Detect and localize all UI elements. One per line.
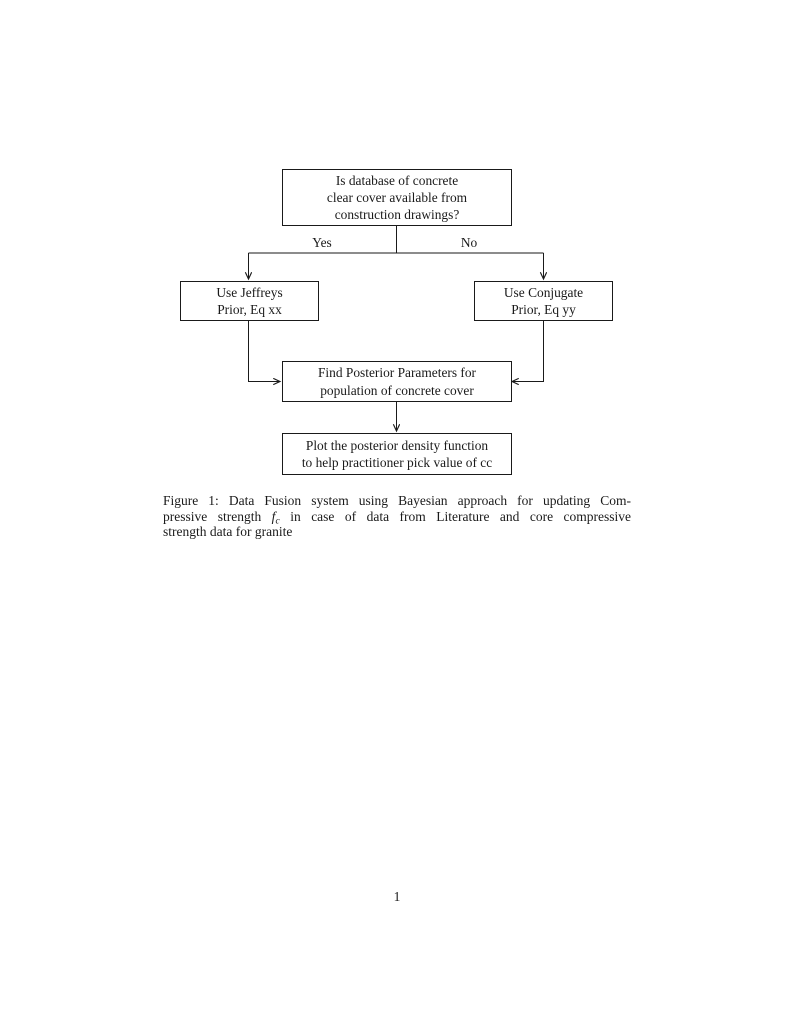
connector-jeffreys-to-posterior	[248, 320, 281, 382]
math-f-variable: f	[271, 508, 276, 524]
caption-line-2: pressive strength fc in case of data fro…	[163, 508, 632, 527]
edge-label-yes: Yes	[312, 235, 332, 250]
flowchart-node-posterior-parameters: Find Posterior Parameters for population…	[282, 361, 512, 402]
flowchart-node-jeffreys-prior: Use Jeffreys Prior, Eq xx	[180, 281, 319, 321]
math-fc: fc	[271, 508, 280, 527]
caption-line-3: strength data for granite	[163, 524, 293, 540]
figure-caption: Figure 1: Data Fusion system using Bayes…	[163, 493, 631, 540]
edge-label-no: No	[460, 235, 478, 250]
caption-line2-post: in case of data from Literature and core…	[290, 508, 632, 524]
flowchart-node-conjugate-prior: Use Conjugate Prior, Eq yy	[474, 281, 613, 321]
caption-line2-pre: pressive strength	[163, 508, 262, 524]
math-c-subscript: c	[275, 515, 280, 527]
caption-line-1: Figure 1: Data Fusion system using Bayes…	[163, 493, 631, 508]
flowchart-connectors	[0, 226, 794, 500]
connector-conjugate-to-posterior	[512, 320, 544, 382]
flowchart-node-plot-density: Plot the posterior density function to h…	[282, 433, 512, 475]
flowchart-node-question: Is database of concrete clear cover avai…	[282, 169, 512, 226]
page-number: 1	[393, 889, 401, 904]
